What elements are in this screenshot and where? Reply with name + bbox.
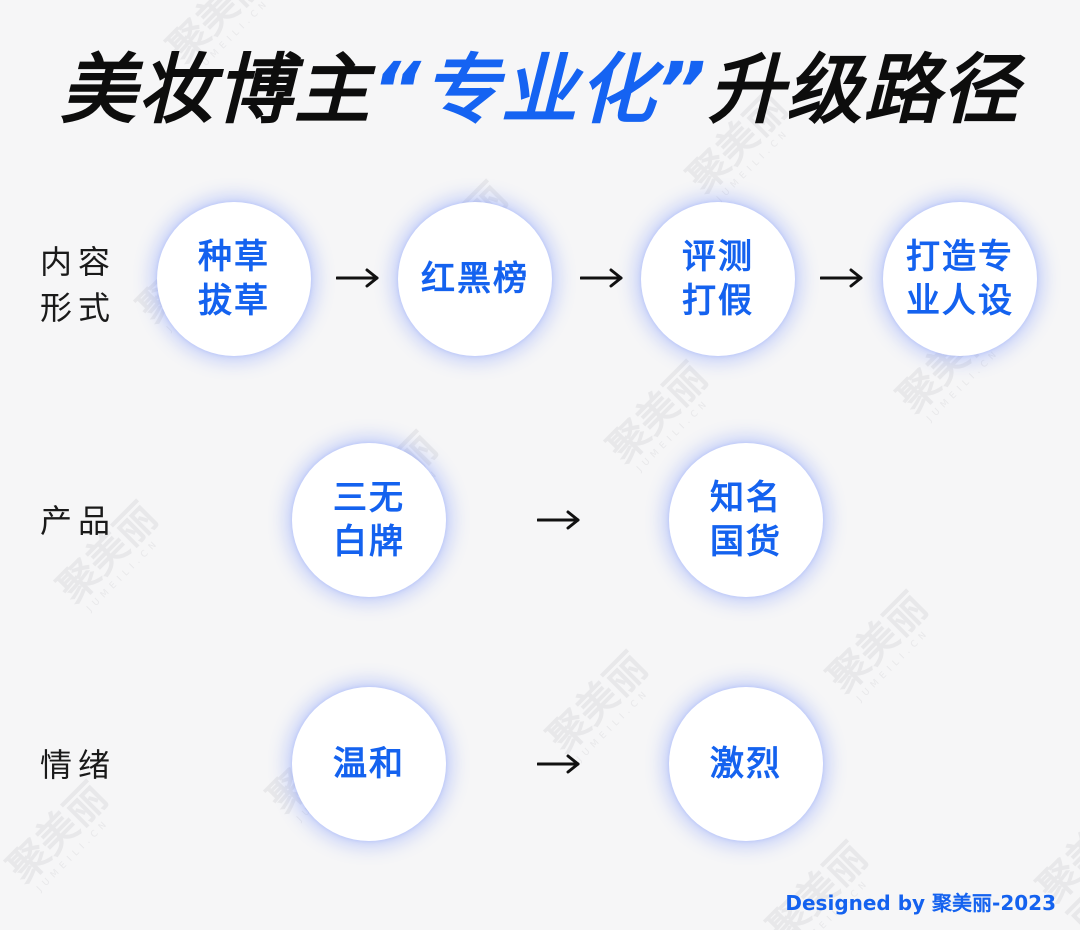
title-part-1: 美妆博主 — [60, 45, 373, 134]
node-professional-persona: 打造专 业人设 — [883, 202, 1037, 356]
node-domestic-brand: 知名 国货 — [669, 443, 823, 597]
node-label: 种草 拔草 — [198, 237, 270, 321]
node-label: 打造专 业人设 — [906, 237, 1014, 321]
node-unbranded: 三无 白牌 — [292, 443, 446, 597]
title-part-2: 升级路径 — [707, 45, 1020, 134]
row-label-content-form: 内容 形式 — [40, 243, 117, 327]
node-intense: 激烈 — [669, 687, 823, 841]
node-label: 红黑榜 — [421, 259, 529, 299]
node-red-black-list: 红黑榜 — [398, 202, 552, 356]
arrow-right-icon — [537, 510, 581, 530]
arrow-right-icon — [336, 268, 380, 288]
row-label-emotion: 情绪 — [40, 746, 117, 784]
node-label: 三无 白牌 — [333, 478, 405, 562]
arrow-right-icon — [537, 754, 581, 774]
node-mild: 温和 — [292, 687, 446, 841]
node-label: 激烈 — [710, 744, 782, 784]
page-title: 美妆博主“专业化”升级路径 — [0, 40, 1080, 140]
node-review-debunk: 评测 打假 — [641, 202, 795, 356]
row-label-product: 产品 — [40, 502, 117, 540]
node-label: 知名 国货 — [710, 478, 782, 562]
node-label: 温和 — [333, 744, 405, 784]
arrow-right-icon — [580, 268, 624, 288]
arrow-right-icon — [820, 268, 864, 288]
node-label: 评测 打假 — [682, 237, 754, 321]
credit-text: Designed by 聚美丽-2023 — [785, 891, 1056, 915]
title-highlight: “专业化” — [372, 45, 708, 134]
node-seeding: 种草 拔草 — [157, 202, 311, 356]
